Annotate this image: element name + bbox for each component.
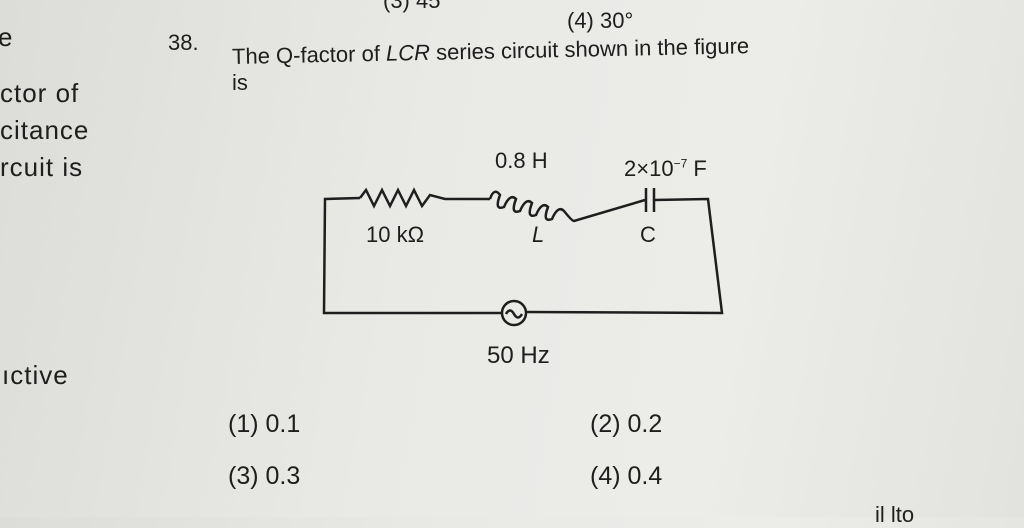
option-2[interactable]: (2) 0.2 xyxy=(590,410,662,439)
option-label: (1) xyxy=(228,410,259,438)
sine-wave xyxy=(504,309,524,319)
resistor-icon xyxy=(359,187,490,209)
ac-source-icon xyxy=(500,299,528,327)
question-number: 38. xyxy=(168,30,199,55)
margin-fragment: citance xyxy=(0,115,90,145)
option-value: 0.3 xyxy=(265,462,301,490)
margin-fragment: e xyxy=(0,22,14,52)
capacitor-label: C xyxy=(640,222,656,247)
question-text-line2: is xyxy=(232,70,248,95)
capacitor-unit: F xyxy=(693,156,707,181)
bottom-fragment: il lto xyxy=(875,502,915,527)
option-value: 0.1 xyxy=(265,410,301,438)
wire-right xyxy=(525,197,724,315)
inductor-value: 0.8 H xyxy=(495,148,548,173)
prev-option-4: (4) 30° xyxy=(567,8,634,33)
option-label: (3) xyxy=(228,462,259,490)
capacitor-value: 2×10−7 F xyxy=(624,156,707,182)
option-4[interactable]: (4) 0.4 xyxy=(590,462,662,491)
inductor-icon xyxy=(488,190,646,223)
margin-fragment: ıctive xyxy=(2,360,69,390)
margin-fragment: rcuit is xyxy=(0,152,84,182)
option-value: 0.2 xyxy=(627,410,663,438)
margin-fragment: ctor of xyxy=(0,78,80,108)
option-1[interactable]: (1) 0.1 xyxy=(228,410,300,439)
option-value: 0.4 xyxy=(627,462,663,490)
resistor-label: 10 kΩ xyxy=(366,222,425,247)
option-label: (2) xyxy=(590,410,621,438)
option-label: (4) xyxy=(590,462,621,490)
wire-left xyxy=(322,196,502,315)
inductor-label: L xyxy=(532,222,545,247)
circuit-diagram xyxy=(322,187,724,327)
capacitor-exponent: −7 xyxy=(673,156,688,171)
option-3[interactable]: (3) 0.3 xyxy=(228,462,300,491)
prev-option-3: (3) 45° xyxy=(383,0,450,13)
source-frequency: 50 Hz xyxy=(487,342,550,369)
capacitor-mantissa: 2×10 xyxy=(624,156,674,181)
